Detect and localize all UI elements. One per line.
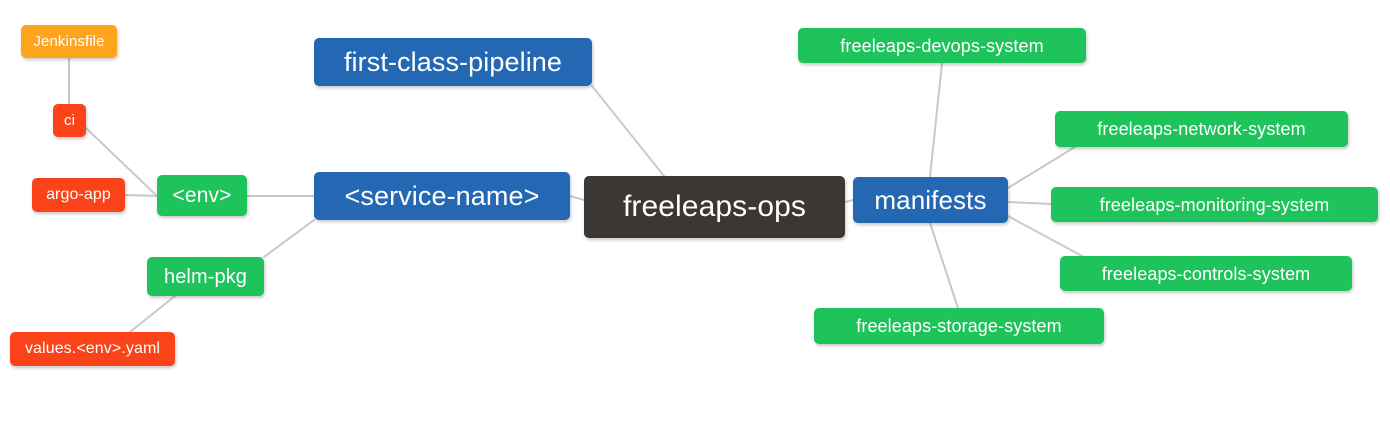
- edge-service-name-to-freeleaps-ops: [569, 195, 585, 201]
- edge-manifests-to-network-system: [1007, 146, 1076, 189]
- mindmap-node-jenkinsfile[interactable]: Jenkinsfile: [21, 25, 117, 58]
- edge-first-class-pipeline-to-freeleaps-ops: [591, 85, 665, 177]
- edge-freeleaps-ops-to-manifests: [844, 199, 854, 203]
- mindmap-node-storage-system[interactable]: freeleaps-storage-system: [814, 308, 1104, 344]
- edge-manifests-to-monitoring-system: [1007, 201, 1052, 205]
- edge-manifests-to-controls-system: [1007, 215, 1083, 257]
- mindmap-node-freeleaps-ops[interactable]: freeleaps-ops: [584, 176, 845, 238]
- mindmap-node-argo-app[interactable]: argo-app: [32, 178, 125, 212]
- mindmap-node-values-yaml[interactable]: values.<env>.yaml: [10, 332, 175, 366]
- mindmap-node-service-name[interactable]: <service-name>: [314, 172, 570, 220]
- edge-manifests-to-devops-system: [929, 62, 943, 178]
- mindmap-node-helm-pkg[interactable]: helm-pkg: [147, 257, 264, 296]
- mindmap-node-network-system[interactable]: freeleaps-network-system: [1055, 111, 1348, 147]
- edge-argo-app-to-env: [124, 194, 158, 197]
- edge-manifests-to-storage-system: [929, 222, 959, 309]
- edge-service-name-to-helm-pkg: [263, 219, 315, 258]
- mindmap-node-monitoring-system[interactable]: freeleaps-monitoring-system: [1051, 187, 1378, 222]
- mindmap-node-devops-system[interactable]: freeleaps-devops-system: [798, 28, 1086, 63]
- edge-helm-pkg-to-values-yaml: [129, 295, 176, 333]
- mindmap-node-first-class-pipeline[interactable]: first-class-pipeline: [314, 38, 592, 86]
- mindmap-node-ci[interactable]: ci: [53, 104, 86, 137]
- mindmap-node-controls-system[interactable]: freeleaps-controls-system: [1060, 256, 1352, 291]
- mindmap-node-manifests[interactable]: manifests: [853, 177, 1008, 223]
- mindmap-node-env[interactable]: <env>: [157, 175, 247, 216]
